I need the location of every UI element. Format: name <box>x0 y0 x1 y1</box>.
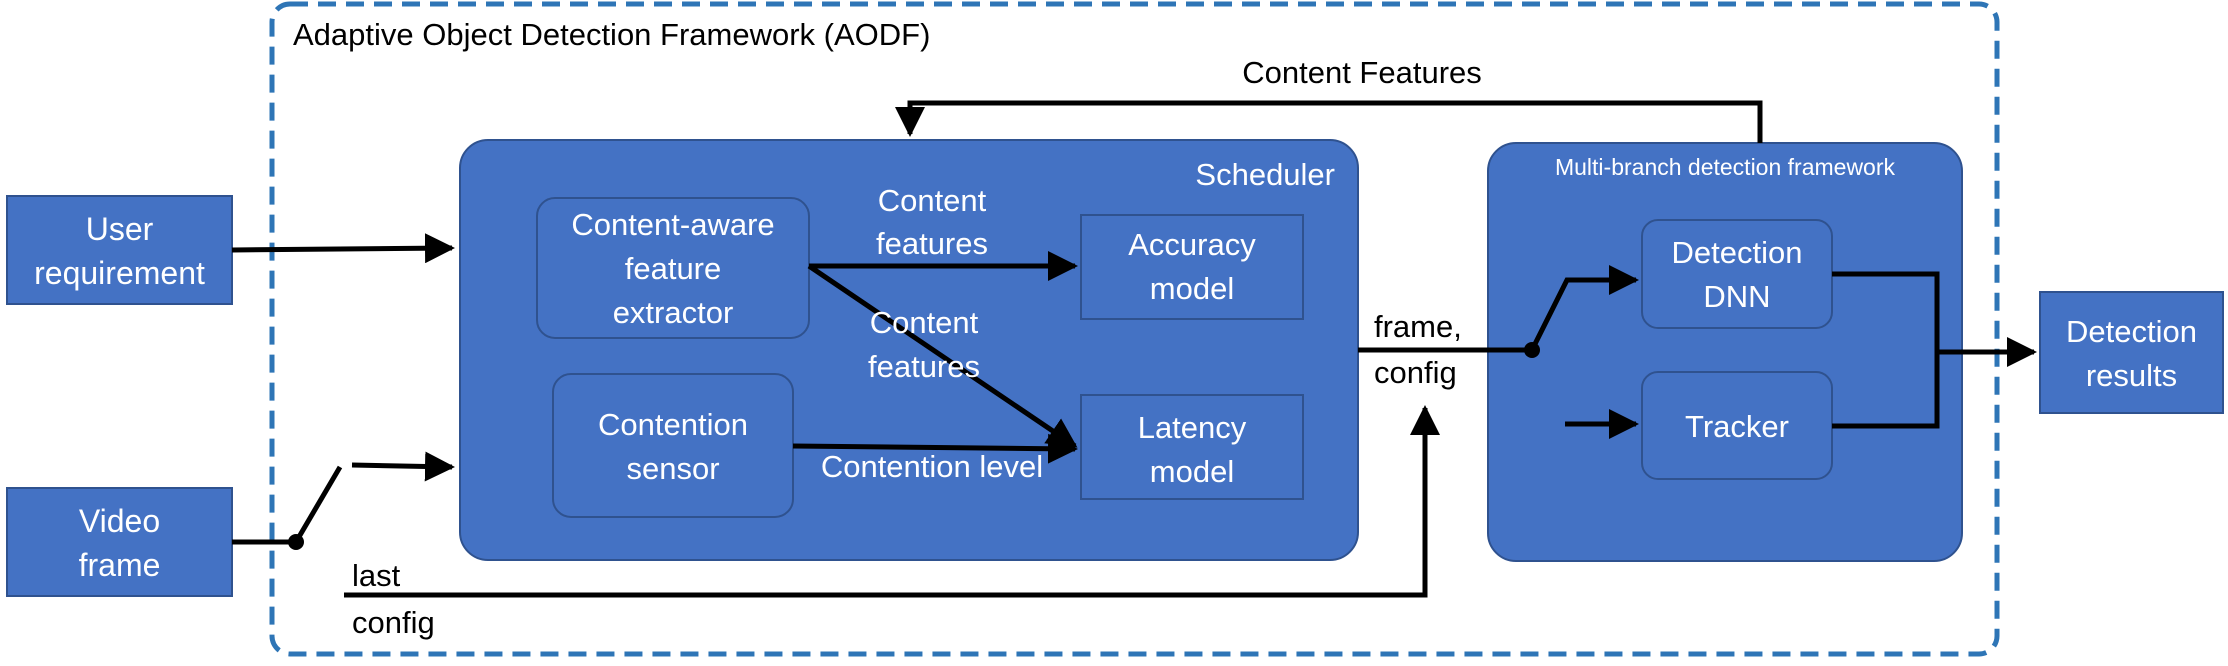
detection-results-box: Detection results <box>2039 291 2224 414</box>
multibranch-title: Multi-branch detection framework <box>1555 154 1896 180</box>
framework-title: Adaptive Object Detection Framework (AOD… <box>293 17 930 52</box>
switch-blade <box>293 465 343 544</box>
edge-label-content-features-2b: features <box>868 349 980 384</box>
edge-label-frame-config-2: config <box>1374 355 1457 390</box>
switch-pivot-right <box>1524 342 1540 358</box>
accuracy-model-line1: Accuracy <box>1128 227 1256 262</box>
arrow-extractor-to-latency <box>807 263 1078 449</box>
video-frame-line2: frame <box>79 547 161 583</box>
edge-label-last-config-1: last <box>352 558 401 593</box>
accuracy-model-line2: model <box>1150 271 1234 306</box>
framework-border <box>269 1 2000 657</box>
video-frame-box: Video frame <box>6 487 233 597</box>
line-dnn-to-output <box>1832 271 1940 352</box>
detection-dnn-line2: DNN <box>1703 279 1770 314</box>
detection-results-line1: Detection <box>2066 314 2197 349</box>
accuracy-model-box: Accuracy model <box>1080 214 1304 320</box>
edge-label-content-features-top: Content Features <box>1242 55 1482 90</box>
latency-model-box: Latency model <box>1080 394 1304 500</box>
arrow-user-to-scheduler <box>231 233 455 264</box>
latency-model-line2: model <box>1150 454 1234 489</box>
detection-dnn-line1: Detection <box>1672 235 1803 270</box>
feature-extractor-line3: extractor <box>613 295 734 330</box>
user-requirement-line1: User <box>86 211 154 247</box>
user-requirement-box: User requirement <box>6 195 233 305</box>
arrow-last-config <box>344 405 1440 598</box>
edge-label-contention-level: Contention level <box>821 449 1043 484</box>
feature-extractor-line1: Content-aware <box>571 207 774 242</box>
arrow-sensor-to-latency <box>792 433 1078 464</box>
multibranch-box: Multi-branch detection framework <box>1487 142 1963 562</box>
edge-label-content-features-1a: Content <box>878 183 987 218</box>
contention-sensor-line1: Contention <box>598 407 748 442</box>
switch-pivot-left <box>288 534 304 550</box>
line-tracker-to-output <box>1832 352 1940 429</box>
contention-sensor-box: Contention sensor <box>552 373 794 518</box>
edge-label-frame-config-1: frame, <box>1374 309 1462 344</box>
arrow-switch-to-scheduler <box>351 451 455 482</box>
detection-results-line2: results <box>2086 358 2177 393</box>
feature-extractor-line2: feature <box>625 251 722 286</box>
scheduler-title: Scheduler <box>1195 157 1335 192</box>
contention-sensor-line2: sensor <box>626 451 719 486</box>
connectors <box>231 100 2037 598</box>
detection-dnn-box: Detection DNN <box>1641 219 1833 329</box>
tracker-label: Tracker <box>1685 409 1789 444</box>
arrow-switch-to-dnn <box>1529 265 1639 352</box>
latency-model-line1: Latency <box>1138 410 1247 445</box>
edge-label-content-features-1b: features <box>876 226 988 261</box>
feature-extractor-box: Content-aware feature extractor <box>536 197 810 339</box>
user-requirement-line2: requirement <box>34 255 205 291</box>
video-frame-line1: Video <box>79 503 160 539</box>
edge-label-content-features-2a: Content <box>870 305 979 340</box>
tracker-box: Tracker <box>1641 371 1833 480</box>
arrow-content-features-feedback <box>895 100 1763 143</box>
edge-label-last-config-2: config <box>352 605 435 640</box>
